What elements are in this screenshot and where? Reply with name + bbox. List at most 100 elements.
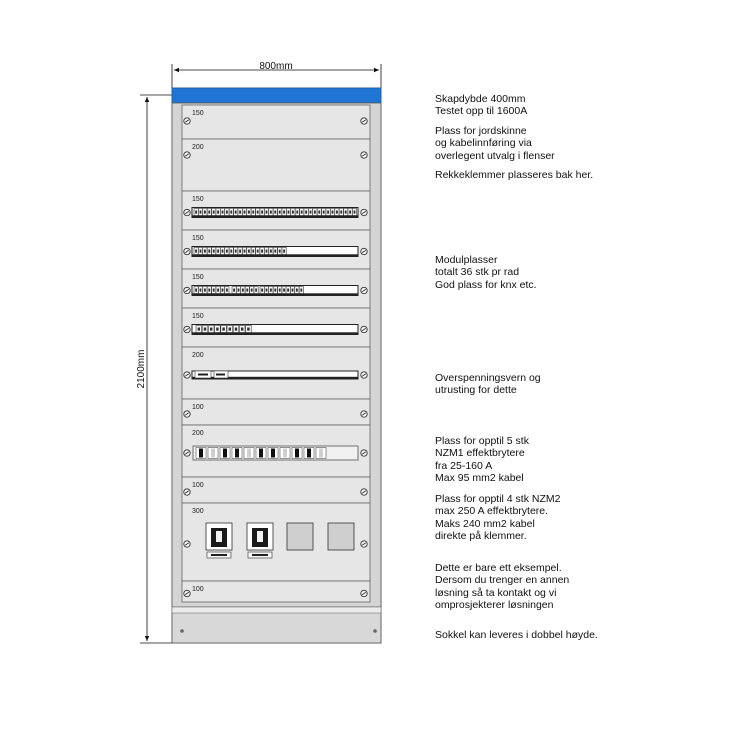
nzm1-handle — [247, 448, 251, 458]
module-size-label: 300 — [192, 508, 204, 515]
breaker-toggle — [208, 288, 211, 292]
module-plate — [181, 138, 371, 192]
breaker-toggle — [331, 210, 334, 214]
breaker-toggle — [274, 210, 277, 214]
breaker-toggle — [265, 210, 268, 214]
breaker-toggle — [234, 210, 237, 214]
nzm2-handle — [257, 531, 263, 542]
breaker-toggle — [241, 288, 244, 292]
screw-slot — [184, 119, 190, 123]
breaker-toggle — [246, 288, 249, 292]
breaker-toggle — [222, 327, 225, 331]
module-panel-9: 200 — [181, 424, 371, 478]
note-line: Modulplasser — [435, 254, 498, 266]
breaker-toggle — [228, 327, 232, 331]
breaker-toggle — [221, 210, 224, 214]
module-panel-1: 150 — [181, 104, 371, 140]
module-size-label: 100 — [192, 482, 204, 489]
surge-indicator — [198, 373, 208, 376]
screw-slot — [184, 490, 190, 494]
module-panel-3: 150 — [181, 190, 371, 231]
note-line: og kabelinnføring via — [435, 137, 532, 150]
module-panel-5: 150 — [181, 268, 371, 309]
width-label: 800mm — [259, 61, 292, 72]
breaker-toggle — [261, 210, 264, 214]
breaker-toggle — [322, 210, 325, 214]
breaker-toggle — [252, 249, 255, 253]
breaker-toggle — [208, 249, 211, 253]
module-size-label: 150 — [192, 110, 204, 117]
note-line: Sokkel kan leveres i dobbel høyde. — [435, 629, 598, 641]
screw-slot — [184, 249, 190, 254]
breaker-toggle — [269, 288, 272, 292]
breaker-toggle — [283, 210, 286, 214]
breaker-toggle — [225, 210, 228, 214]
din-rail-edge — [192, 376, 358, 379]
breaker-toggle — [195, 249, 198, 253]
height-label: 2100mm — [136, 350, 147, 389]
module-plate — [181, 476, 371, 504]
note-line: overlegent utvalg i flenser — [435, 149, 555, 162]
breaker-toggle — [212, 249, 215, 253]
module-panel-10: 100 — [181, 476, 371, 504]
breaker-toggle — [234, 327, 238, 331]
breaker-toggle — [250, 288, 253, 292]
breaker-toggle — [203, 288, 206, 292]
breaker-toggle — [199, 249, 202, 253]
breaker-toggle — [318, 210, 321, 214]
breaker-toggle — [255, 288, 258, 292]
breaker-toggle — [278, 249, 281, 253]
breaker-toggle — [291, 288, 294, 292]
module-size-label: 150 — [192, 274, 204, 281]
breaker-toggle — [239, 210, 242, 214]
nzm2-empty-slot — [286, 522, 314, 551]
screw-slot — [361, 451, 367, 455]
width-dimension: 800mm — [171, 61, 382, 88]
breaker-toggle — [283, 249, 286, 253]
din-rail-edge — [192, 215, 358, 218]
breaker-toggle — [274, 249, 277, 253]
note-line: Plass for jordskinne — [435, 125, 527, 137]
breaker-toggle — [309, 210, 312, 214]
breaker-toggle — [212, 288, 215, 292]
screw-slot — [361, 373, 367, 377]
note-line: Dette er bare ett eksempel. — [435, 562, 562, 574]
breaker-toggle — [269, 210, 272, 214]
breaker-toggle — [234, 249, 237, 253]
screw-slot — [184, 210, 190, 215]
breaker-toggle — [199, 210, 202, 214]
module-size-label: 200 — [192, 430, 204, 437]
screw-slot — [184, 153, 190, 157]
module-panel-4: 150 — [181, 229, 371, 270]
note-line: utrusting for dette — [435, 384, 517, 397]
nzm1-handle — [271, 448, 275, 458]
breaker-toggle — [283, 288, 286, 292]
breaker-toggle — [340, 210, 343, 214]
nzm2-terminal-mark — [211, 554, 227, 556]
nzm2-terminal-mark — [252, 554, 268, 556]
breaker-toggle — [300, 288, 303, 292]
nzm1-handle — [259, 448, 263, 458]
breaker-toggle — [225, 249, 228, 253]
breaker-toggle — [203, 210, 206, 214]
note-line: Max 95 mm2 kabel — [435, 472, 524, 485]
breaker-toggle — [344, 210, 347, 214]
screw-slot — [184, 288, 190, 293]
note-line: Maks 240 mm2 kabel — [435, 517, 535, 530]
nzm1-handle — [211, 448, 215, 458]
breaker-toggle — [217, 288, 220, 292]
note-line: omprosjekterer løsningen — [435, 599, 554, 612]
note-example: Dette er bare ett eksempel.Dersom du tre… — [435, 562, 569, 612]
breaker-toggle — [225, 288, 228, 292]
nzm2-empty-slot — [327, 522, 355, 551]
breaker-toggle — [291, 210, 294, 214]
note-line: Rekkeklemmer plasseres bak her. — [435, 169, 594, 181]
screw-slot — [184, 451, 190, 455]
nzm1-handle — [223, 448, 227, 458]
breaker-toggle — [243, 210, 246, 214]
